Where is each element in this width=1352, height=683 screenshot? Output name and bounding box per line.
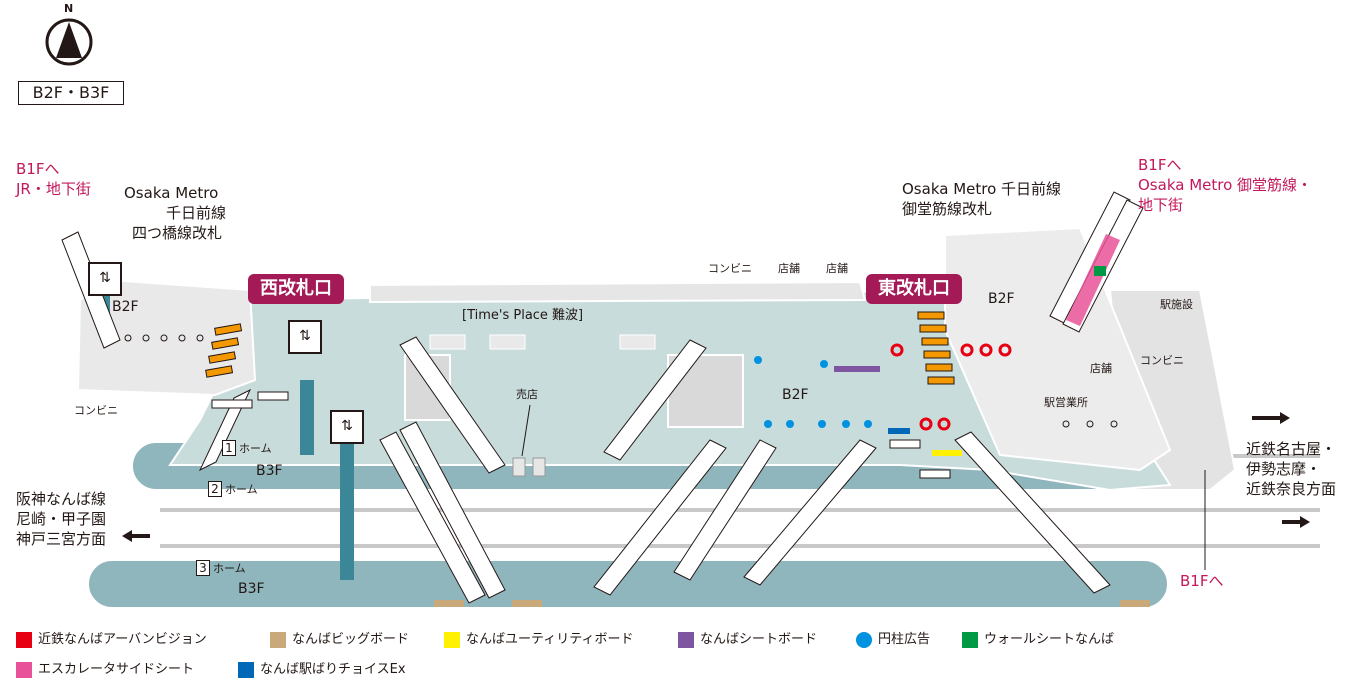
b1f-mido-label-1: B1Fへ	[1138, 156, 1182, 174]
platform-2-number: 2	[208, 481, 222, 497]
elevator-icon: ⇅	[288, 320, 322, 354]
legend-swatch	[962, 632, 978, 648]
platform-label: ホーム	[239, 442, 272, 455]
legend-item-sheet-board: なんばシートボード	[678, 632, 817, 648]
shop-right-label: 店舗	[1090, 362, 1112, 375]
legend-swatch	[444, 632, 460, 648]
urban-vision-markers	[890, 343, 1012, 431]
compass: N	[42, 2, 96, 68]
platform-1-number: 1	[222, 440, 236, 456]
times-place-label: [Time's Place 難波]	[462, 308, 584, 323]
b1f-bottom-label: B1Fへ	[1180, 572, 1224, 590]
metro-east-label-1: Osaka Metro 千日前線	[902, 180, 1062, 198]
konbini-left-label: コンビニ	[74, 404, 118, 417]
orange-stairs-west	[205, 323, 243, 378]
metro-west-label-3: 四つ橋線改札	[132, 224, 223, 242]
legend-item-wall-sheet: ウォールシートなんば	[962, 632, 1114, 648]
platform-3-number: 3	[196, 560, 210, 576]
station-facility-label: 駅施設	[1160, 298, 1193, 311]
shop-top-label-2: 店舗	[826, 262, 848, 275]
b2f-right-label: B2F	[988, 291, 1015, 307]
metro-east-label-2: 御堂筋線改札	[902, 200, 993, 218]
kintetsu-direction-3: 近鉄奈良方面	[1246, 480, 1337, 498]
kiosk-label: 売店	[516, 388, 538, 401]
konbini-right-label: コンビニ	[1140, 354, 1184, 367]
elevator-icon: ⇅	[330, 410, 364, 444]
east-gate-label: 東改札口	[866, 274, 962, 304]
legend-item-column-ad: 円柱広告	[856, 632, 930, 648]
legend-item-big-board: なんばビッグボード	[270, 632, 409, 648]
station-office-label: 駅営業所	[1044, 396, 1088, 409]
west-gate-label: 西改札口	[248, 274, 344, 304]
legend-item-utility-board: なんばユーティリティボード	[444, 632, 633, 648]
b2f-center-label: B2F	[782, 387, 809, 403]
shop-top-label-1: 店舗	[778, 262, 800, 275]
legend-item-choice-ex: なんば駅ばりチョイスEx	[238, 662, 406, 678]
platform-label: ホーム	[225, 483, 258, 496]
direction-arrows	[122, 412, 1310, 542]
kintetsu-direction-2: 伊勢志摩・	[1246, 460, 1322, 478]
storefront-row	[369, 280, 867, 304]
escalators	[61, 191, 1144, 604]
metro-west-label-2: 千日前線	[166, 204, 227, 222]
metro-west-label-1: Osaka Metro	[124, 184, 219, 202]
b1f-jr-label: B1Fへ	[16, 160, 60, 178]
floor-label: B2F・B3F	[18, 81, 124, 105]
b2f-left-label: B2F	[112, 299, 139, 315]
kintetsu-direction-1: 近鉄名古屋・	[1246, 440, 1337, 458]
b3f-upper-label: B3F	[256, 463, 283, 479]
hanshin-direction-1: 阪神なんば線	[16, 490, 107, 508]
north-label: N	[64, 2, 74, 15]
legend-swatch	[16, 662, 32, 678]
b3f-lower-label: B3F	[238, 581, 265, 597]
legend-swatch	[678, 632, 694, 648]
legend-swatch	[16, 632, 32, 648]
legend-item-escalator-side: エスカレータサイドシート	[16, 662, 194, 678]
elevator-icon: ⇅	[88, 262, 122, 296]
platform-label: ホーム	[213, 562, 246, 575]
hanshin-direction-2: 尼崎・甲子園	[16, 510, 107, 528]
b1f-mido-label-2: Osaka Metro 御堂筋線・	[1138, 176, 1313, 194]
legend-item-urban-vision: 近鉄なんばアーバンビジョン	[16, 632, 207, 648]
legend-swatch	[856, 632, 872, 648]
b1f-mido-label-3: 地下街	[1138, 196, 1184, 214]
hanshin-direction-3: 神戸三宮方面	[16, 530, 107, 548]
legend-swatch	[270, 632, 286, 648]
legend-swatch	[238, 662, 254, 678]
orange-stairs-east	[917, 311, 955, 385]
column-ads	[754, 356, 872, 428]
b1f-jr-label-2: JR・地下街	[16, 180, 91, 198]
konbini-top-label: コンビニ	[708, 262, 752, 275]
